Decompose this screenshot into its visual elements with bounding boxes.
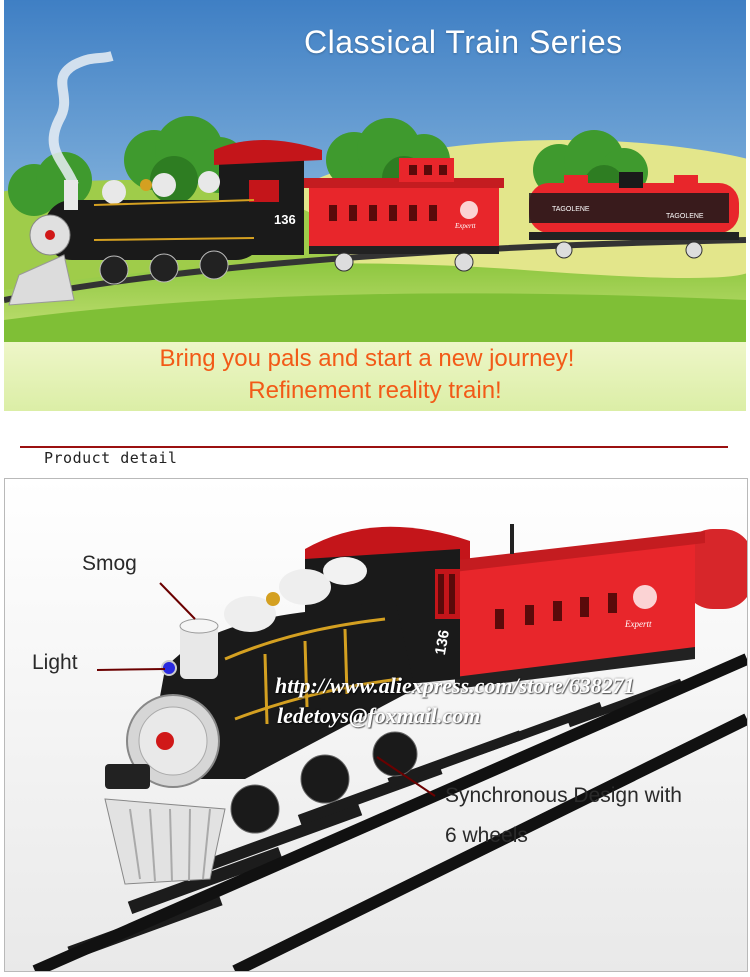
wheels-leader-line — [376, 756, 436, 797]
locomotive-number: 136 — [274, 212, 296, 227]
hero-banner: Classical Train Series 136 Expertt TAGOL… — [4, 0, 746, 411]
tanker-car — [529, 172, 739, 259]
banner-title: Classical Train Series — [304, 24, 623, 60]
tanker-label: TAGOLENE — [666, 213, 704, 220]
tagline-line-2: Refinement reality train! — [248, 377, 502, 404]
smoke — [48, 51, 114, 188]
car-brand: Expertt — [455, 222, 476, 230]
wheels-callout-line-2: 6 wheels — [445, 824, 528, 847]
watermark-url: http://www.aliexpress.com/store/638271 — [275, 673, 635, 698]
section-label: Product detail — [44, 449, 178, 467]
smog-callout: Smog — [82, 552, 137, 575]
car-brand: Expertt — [625, 619, 652, 629]
product-detail-photo: 136 Expertt Smog Light Synchronous Desig… — [4, 478, 748, 972]
caboose-car — [445, 524, 705, 689]
caboose-car — [304, 158, 504, 272]
smog-leader-line — [159, 582, 196, 620]
watermark-email: ledetoys@foxmail.com — [277, 703, 481, 728]
locomotive — [8, 140, 322, 306]
section-divider — [20, 446, 728, 448]
light-callout: Light — [32, 651, 78, 674]
locomotive — [104, 526, 470, 885]
tanker-label: TAGOLENE — [552, 206, 590, 213]
banner-illustration — [4, 0, 746, 411]
product-illustration — [5, 479, 747, 971]
wheels-callout-line-1: Synchronous Design with — [445, 784, 682, 807]
light-leader-line — [96, 668, 166, 671]
tagline-line-1: Bring you pals and start a new journey! — [159, 345, 575, 372]
